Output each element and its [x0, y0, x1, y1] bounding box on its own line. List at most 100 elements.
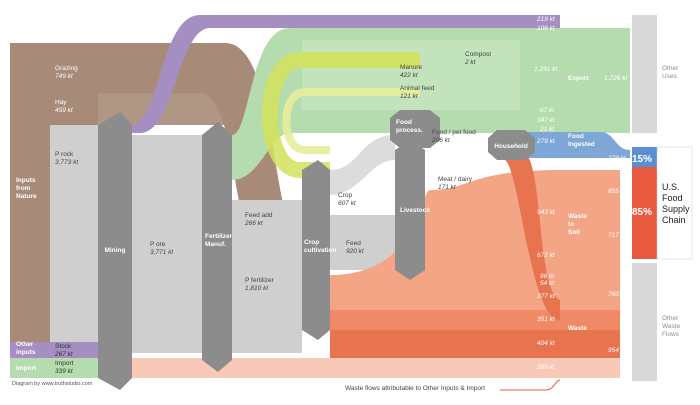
credit-label: Diagram by www.truthstudio.com — [12, 381, 93, 387]
p-fertilizer-label: P fertilizer — [245, 277, 275, 284]
import-flow — [10, 358, 98, 378]
feed-add-flow — [232, 200, 302, 228]
v-70-label: 70 kt — [540, 378, 555, 385]
feed-add-label: Feed add — [245, 212, 273, 219]
stock-label: Stock — [55, 343, 72, 350]
waste-note-line — [500, 379, 561, 391]
food-pet-food-label: Food / pet food — [432, 129, 476, 136]
animal-feed-label: Animal feed — [400, 85, 435, 92]
other-inputs-flow — [10, 342, 98, 358]
p-fertilizer-val-label: 1,810 kt — [245, 285, 269, 292]
v-954-label: 954 kt — [608, 347, 627, 354]
food-pet-food-val-label: 206 kt — [431, 137, 451, 144]
v-855-label: 855 kt — [608, 188, 627, 195]
v-21-label: 21 kt — [539, 126, 555, 133]
waste-flow-a — [330, 310, 620, 330]
crop-val-label: 607 kt — [338, 200, 357, 207]
other-uses-a-label: 219 kt — [536, 16, 556, 23]
manure-label: Manure — [400, 64, 422, 71]
feed-label: Feed — [346, 240, 361, 247]
crop-cultivation-node — [302, 160, 330, 340]
export-total-label: 1,726 kt — [604, 75, 628, 82]
v-404-label: 404 kt — [537, 340, 556, 347]
feed-add-val-label: 266 kt — [244, 220, 264, 227]
household-waste-flow — [505, 150, 560, 320]
other-uses-total-label: 325 kt — [608, 18, 627, 25]
v-672-label: 672 kt — [537, 252, 556, 259]
import-label: Import — [55, 360, 74, 367]
other-uses-b-label: 106 kt — [537, 25, 556, 32]
food-ingested-pct-label: 15% — [632, 154, 652, 165]
v-279-out-label: 279 kt — [607, 155, 627, 162]
v-943-label: 943 kt — [537, 209, 556, 216]
fertilizer-node — [202, 122, 232, 372]
v-760-label: 760 kt — [608, 291, 627, 298]
p-ore-flow — [132, 135, 202, 353]
feed-val-label: 920 kt — [346, 248, 365, 255]
v-347-label: 347 kt — [537, 117, 556, 124]
p-rock-label: P rock — [55, 151, 74, 158]
other-waste-right-bar — [632, 263, 657, 381]
waste-label: Waste — [568, 325, 587, 332]
p-fertilizer-flow — [232, 228, 302, 353]
v-269-label: 269 kt — [536, 364, 556, 371]
food-ingested-right-bar — [632, 147, 657, 167]
v-377-label: 377 kt — [537, 293, 556, 300]
v-279-in-label: 279 kt — [536, 138, 556, 145]
crop-label: Crop — [338, 192, 352, 199]
supply-chain-right-bar — [632, 167, 657, 259]
manure-val-label: 422 kt — [400, 72, 419, 79]
livestock-label: Livestock — [400, 207, 430, 214]
stock-val-label: 267 kt — [54, 351, 74, 358]
hay-val-label: 459 kt — [55, 107, 74, 114]
v-67-label: 67 kt — [540, 107, 555, 114]
food-process-node — [390, 110, 440, 148]
household-node — [488, 130, 535, 160]
food-ingested-flow — [520, 132, 630, 158]
v-351-label: 351 kt — [537, 316, 556, 323]
mining-label: Mining — [105, 247, 126, 254]
p-ore-label: P ore — [150, 241, 166, 248]
v-54-label: 54 kt — [540, 280, 555, 287]
supply-chain-bracket — [656, 146, 693, 260]
mining-node — [98, 112, 132, 390]
other-uses-right-bar — [632, 15, 657, 133]
v-717-label: 717 kt — [608, 232, 627, 239]
other-uses-purple-flow — [132, 15, 560, 133]
crop-flow — [330, 135, 395, 195]
p-ore-val-label: 3,771 kt — [150, 249, 174, 256]
v-96-label: 96 kt — [540, 273, 555, 280]
compost-label: Compost — [465, 51, 491, 58]
p-rock-val-label: 3,773 kt — [55, 159, 79, 166]
hay-label: Hay — [55, 99, 67, 106]
waste-flow-b — [330, 330, 620, 358]
waste-note-label: Waste flows attributable to Other Inputs… — [345, 385, 485, 392]
import-val-label: 339 kt — [55, 368, 74, 375]
grazing-flow — [50, 43, 300, 250]
grazing-val-label: 749 kt — [55, 73, 74, 80]
compost-val-label: 2 kt — [464, 59, 477, 66]
supply-chain-pct-label: 85% — [632, 207, 652, 218]
meat-dairy-label: Meat / dairy — [438, 176, 473, 183]
animal-feed-loop — [282, 88, 420, 154]
grazing-label: Grazing — [55, 65, 78, 72]
manure-loop — [262, 52, 420, 178]
export-a-label: 1,291 kt — [534, 66, 558, 73]
import-label: Import — [16, 365, 37, 372]
feed-flow — [330, 215, 395, 270]
livestock-node — [395, 140, 425, 280]
household-label: Household — [494, 143, 528, 150]
